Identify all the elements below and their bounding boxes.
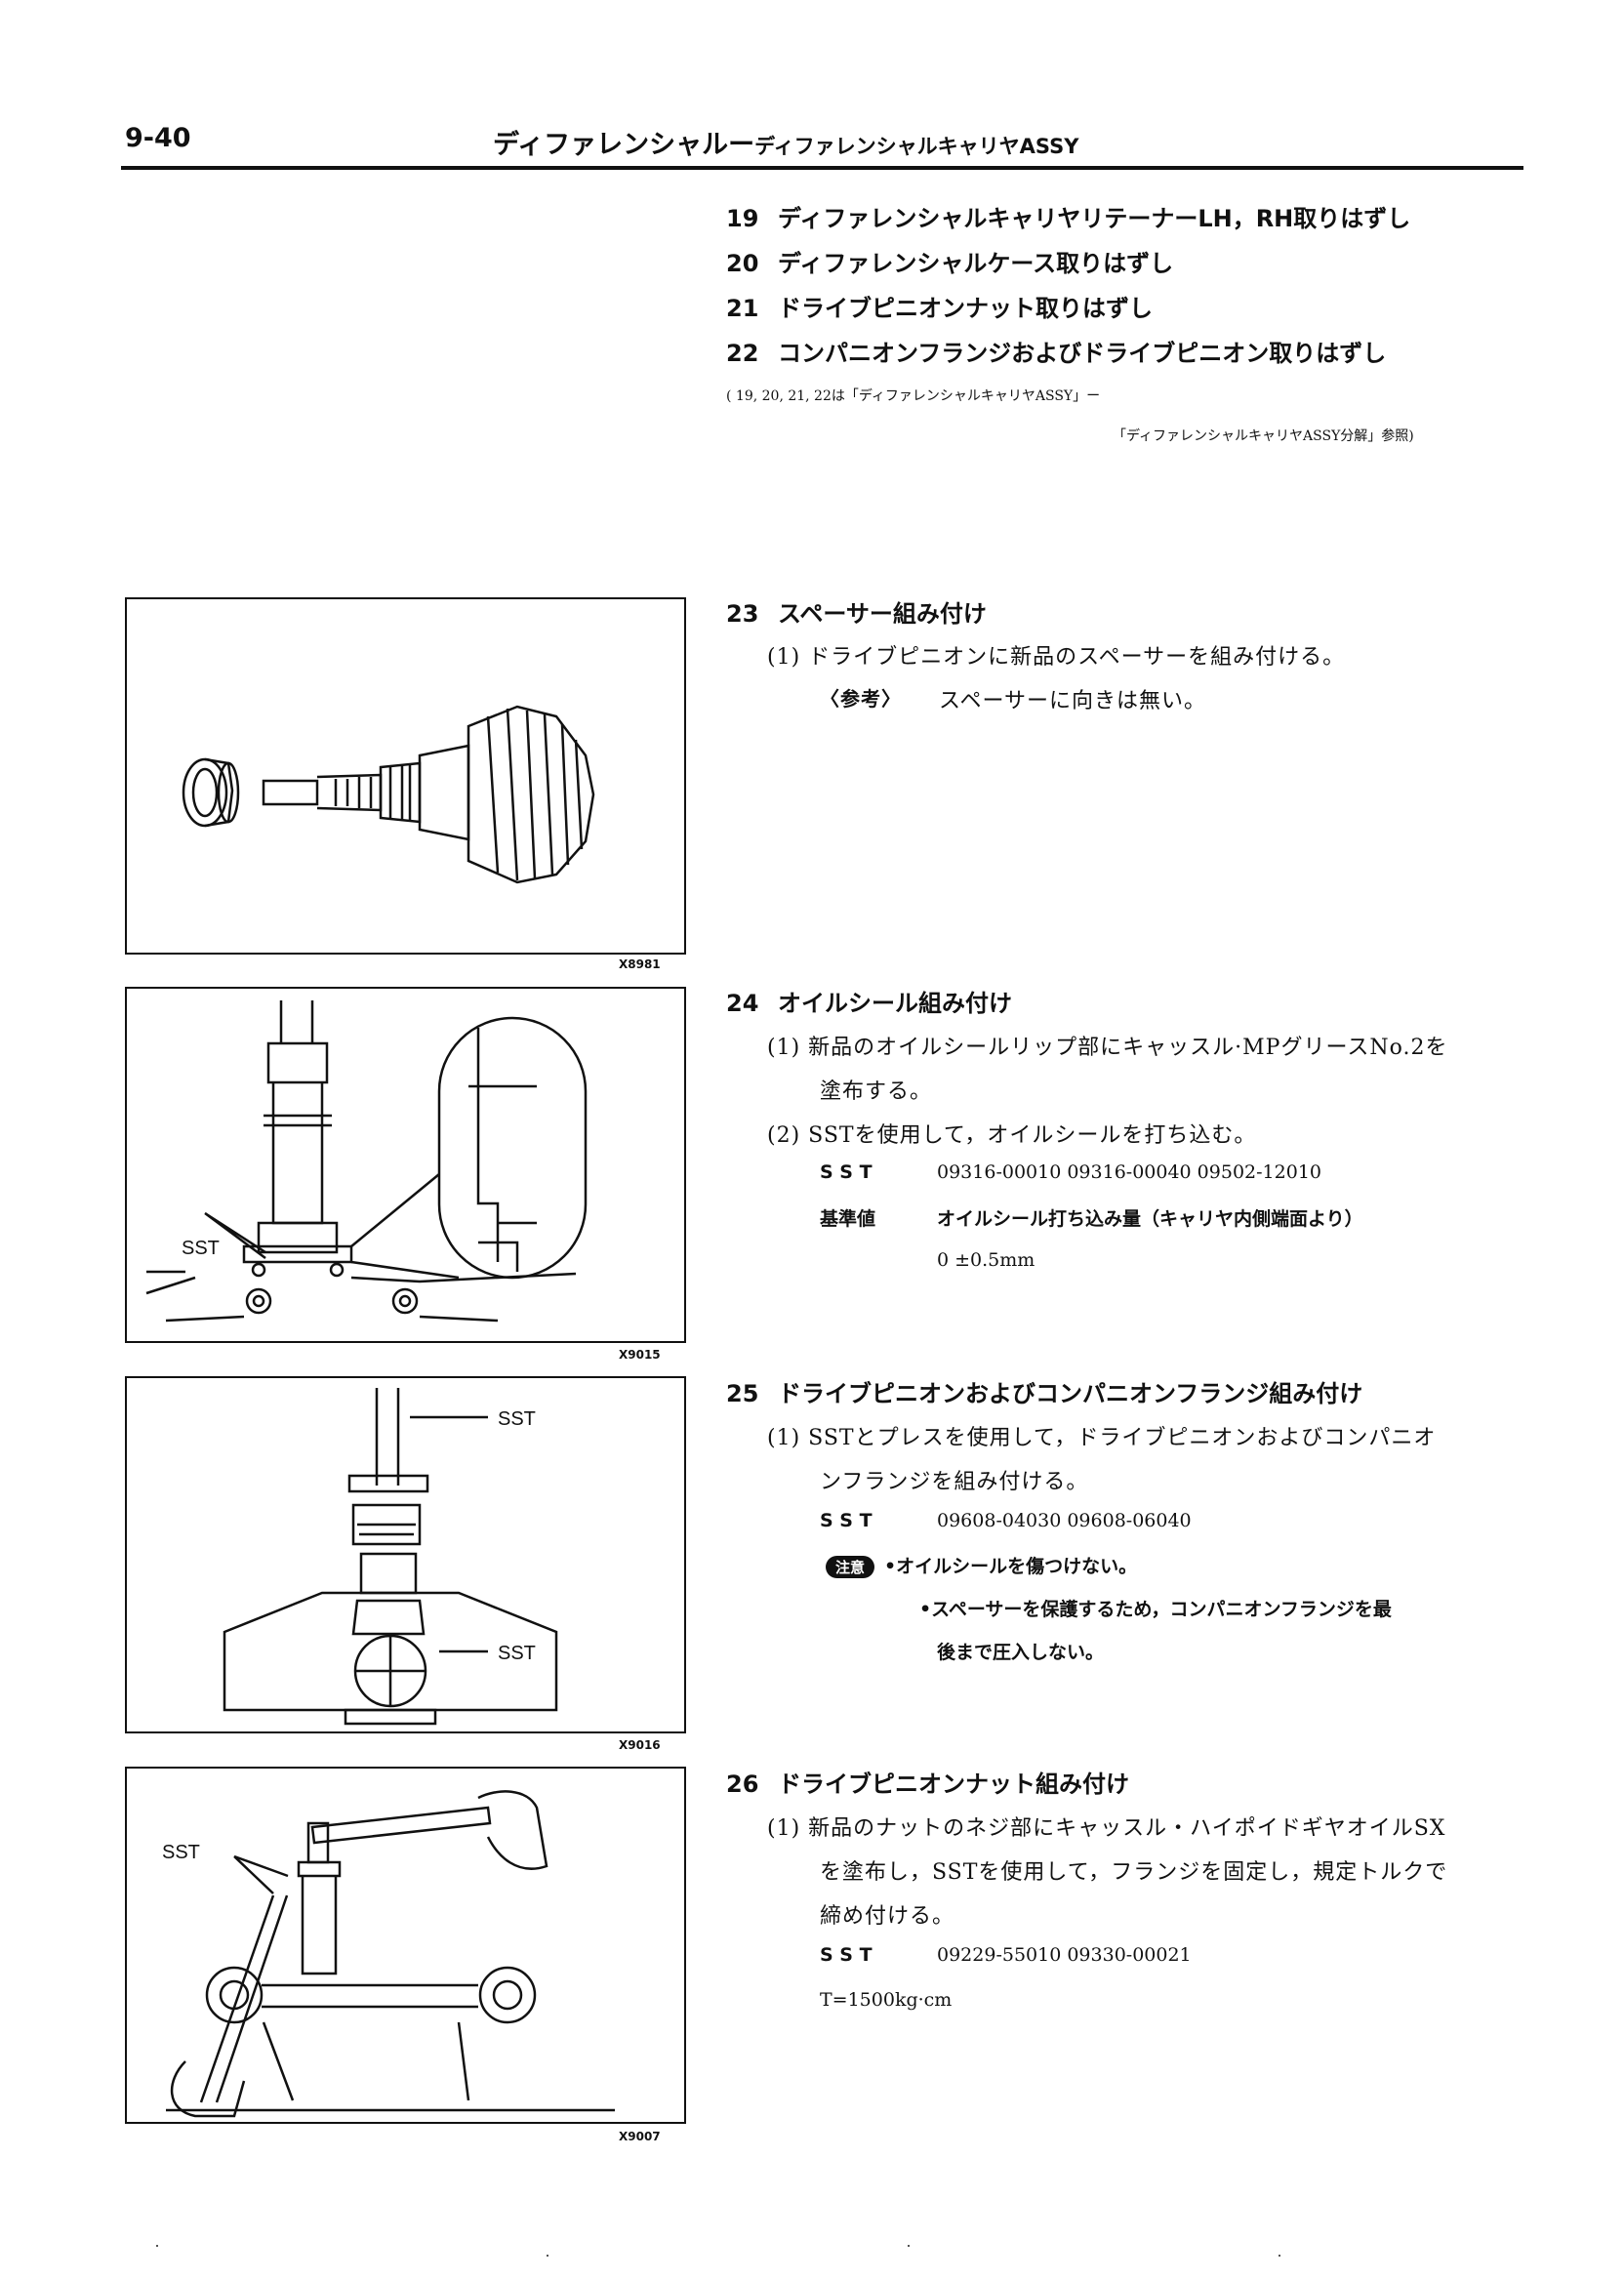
- figure-code: X9015: [619, 1348, 661, 1362]
- reference-text: スペーサーに向きは無い。: [939, 689, 1207, 713]
- step-24-item-2: (2) SSTを使用して，オイルシールを打ち込む。: [767, 1123, 1257, 1148]
- scan-speck: [1279, 2255, 1280, 2257]
- page-title-sub: ディファレンシャルキャリヤASSY: [754, 135, 1079, 158]
- step-title: ディファレンシャルキャリヤリテーナーLH，RH取りはずし: [778, 205, 1411, 232]
- standard-label: 基準値: [820, 1208, 876, 1230]
- sst-label: S S T: [820, 1510, 873, 1531]
- step-26-item-1-line1: (1) 新品のナットのネジ部にキャッスル・ハイポイドギヤオイルSX: [767, 1816, 1446, 1841]
- step-24-item-1-line2: 塗布する。: [820, 1079, 933, 1104]
- step-title: ドライブピニオンナット取りはずし: [778, 295, 1153, 322]
- figure-pinion-nut-torque: SST: [125, 1767, 686, 2124]
- reference-note-line2: 「ディファレンシャルキャリヤASSY分解」参照): [1113, 428, 1414, 444]
- press-fit-illustration: SST SST: [223, 1388, 558, 1726]
- step-number: 26: [726, 1771, 759, 1798]
- step-21: 21 ドライブピニオンナット取りはずし: [726, 289, 1153, 323]
- sst-part-numbers: 09229-55010 09330-00021: [937, 1944, 1192, 1966]
- step-20: 20 ディファレンシャルケース取りはずし: [726, 244, 1173, 278]
- step-number: 23: [726, 600, 759, 628]
- header-rule: [121, 166, 1523, 170]
- step-title: ドライブピニオンナット組み付け: [778, 1771, 1129, 1798]
- step-22: 22 コンパニオンフランジおよびドライブピニオン取りはずし: [726, 334, 1386, 368]
- step-title: オイルシール組み付け: [778, 990, 1012, 1017]
- step-24-item-1-line1: (1) 新品のオイルシールリップ部にキャッスル·MPグリースNo.2を: [767, 1036, 1448, 1060]
- figure-code: X8981: [619, 957, 661, 971]
- step-25-item-1-line1: (1) SSTとプレスを使用して，ドライブピニオンおよびコンパニオ: [767, 1426, 1437, 1450]
- standard-description: オイルシール打ち込み量（キャリヤ内側端面より）: [937, 1208, 1363, 1230]
- step-title: コンパニオンフランジおよびドライブピニオン取りはずし: [778, 340, 1387, 367]
- sst-part-numbers: 09608-04030 09608-06040: [937, 1510, 1192, 1531]
- step-23-item-1: (1) ドライブピニオンに新品のスペーサーを組み付ける。: [767, 645, 1346, 670]
- caution-badge: 注意: [826, 1556, 875, 1578]
- step-number: 25: [726, 1380, 759, 1407]
- drive-pinion-illustration: [182, 705, 595, 884]
- step-number: 20: [726, 250, 759, 277]
- caution-text-2-line2: 後まで圧入しない。: [937, 1642, 1105, 1663]
- figure-pinion-flange-press: SST SST: [125, 1376, 686, 1733]
- page-title-main: ディファレンシャルー: [493, 130, 755, 160]
- step-number: 22: [726, 340, 759, 367]
- step-23: 23 スペーサー組み付け: [726, 594, 987, 629]
- sst-label: S S T: [820, 1944, 873, 1966]
- sst-label-bottom: SST: [498, 1643, 536, 1664]
- scan-speck: [547, 2255, 548, 2257]
- step-26: 26 ドライブピニオンナット組み付け: [726, 1765, 1129, 1799]
- step-number: 21: [726, 295, 759, 322]
- reference-note-line1: ( 19, 20, 21, 22は「ディファレンシャルキャリヤASSY」ー: [726, 388, 1101, 404]
- caution-line-1: 注意 •オイルシールを傷つけない。: [826, 1552, 1137, 1578]
- step-24: 24 オイルシール組み付け: [726, 984, 1012, 1018]
- caution-text-1: •オイルシールを傷つけない。: [884, 1556, 1138, 1577]
- step-title: ドライブピニオンおよびコンパニオンフランジ組み付け: [778, 1380, 1363, 1407]
- sst-label: SST: [182, 1238, 220, 1259]
- torque-spec: T=1500kg·cm: [820, 1989, 953, 2011]
- scan-speck: [908, 2245, 910, 2247]
- sst-label: SST: [162, 1842, 200, 1863]
- page-number: 9-40: [125, 123, 191, 153]
- step-25-item-1-line2: ンフランジを組み付ける。: [820, 1470, 1089, 1494]
- figure-oil-seal-install: SST: [125, 987, 686, 1343]
- step-26-item-1-line3: 締め付ける。: [820, 1904, 955, 1929]
- sst-part-numbers: 09316-00010 09316-00040 09502-12010: [937, 1161, 1321, 1183]
- figure-code: X9007: [619, 2130, 661, 2143]
- scan-speck: [156, 2245, 158, 2247]
- caution-text-2-line1: •スペーサーを保護するため，コンパニオンフランジを最: [919, 1599, 1392, 1620]
- page-title: ディファレンシャルーディファレンシャルキャリヤASSY: [493, 123, 1078, 161]
- step-title: スペーサー組み付け: [778, 600, 987, 628]
- reference-label: 〈参考〉: [820, 687, 902, 711]
- torque-wrench-illustration: SST: [162, 1790, 615, 2118]
- step-number: 19: [726, 205, 759, 232]
- figure-spacer-drive-pinion: [125, 597, 686, 955]
- sst-label-top: SST: [498, 1408, 536, 1430]
- step-title: ディファレンシャルケース取りはずし: [778, 250, 1174, 277]
- figure-code: X9016: [619, 1738, 661, 1752]
- step-25: 25 ドライブピニオンおよびコンパニオンフランジ組み付け: [726, 1374, 1362, 1408]
- step-number: 24: [726, 990, 759, 1017]
- oil-seal-illustration: SST: [145, 1000, 588, 1323]
- standard-value: 0 ±0.5mm: [937, 1249, 1035, 1271]
- sst-label: S S T: [820, 1161, 873, 1183]
- step-19: 19 ディファレンシャルキャリヤリテーナーLH，RH取りはずし: [726, 199, 1410, 233]
- step-26-item-1-line2: を塗布し，SSTを使用して，フランジを固定し，規定トルクで: [820, 1860, 1448, 1885]
